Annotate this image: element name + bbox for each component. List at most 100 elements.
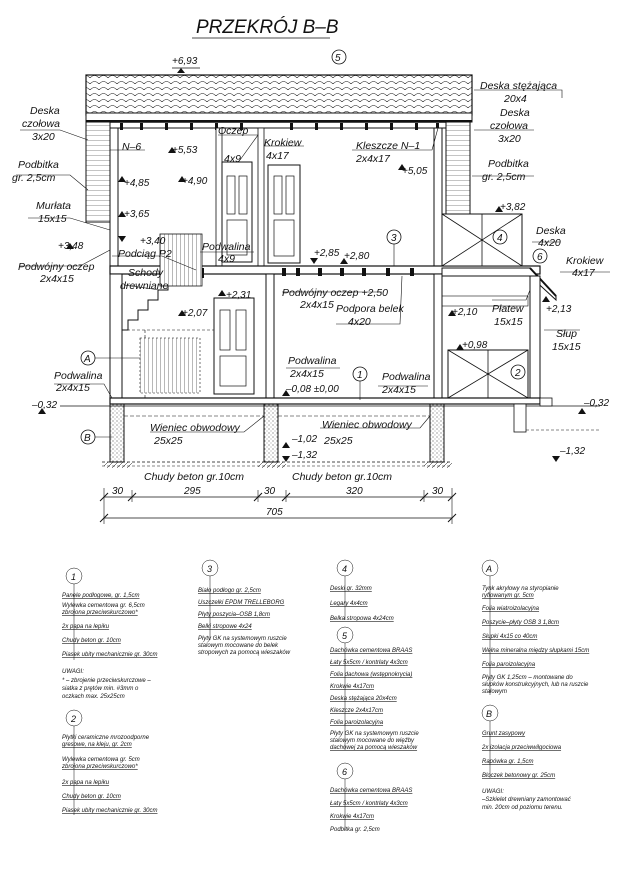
label-platew-2: 15x15 (494, 316, 523, 328)
right-siding (445, 121, 471, 215)
legend-A-row-6: Wełna mineralna między słupkami 15cm (482, 648, 589, 654)
dim-705: 705 (266, 507, 283, 518)
label-deska-czolowa-right-3: 3x20 (498, 133, 521, 145)
label-slup-2: 15x15 (552, 341, 581, 353)
legend-B-note-2: –Szkielet drewniany zamontować (481, 797, 571, 803)
label-deska-czolowa-left-3: 3x20 (32, 131, 55, 143)
label-wieniec-right-1: Wieniec obwodowy (322, 419, 413, 431)
dim-295: 295 (183, 486, 201, 497)
label-podwalina-top-1: Podwalina (202, 241, 251, 253)
legend-6-row-4: Podbitka gr. 2,5cm (330, 827, 380, 833)
upper-door-left (221, 161, 253, 263)
level-348: +3,48 (58, 241, 84, 252)
level-285: +2,85 (314, 248, 340, 259)
legend-1-note-3: siatka z prętów min. #3mm o (62, 686, 139, 692)
legend-4-row-1: Deski gr. 32mm (330, 586, 372, 592)
label-deska-stezajaca-2: 20x4 (503, 93, 527, 105)
legend-A-row-9: słupków konstrukcyjnych, lub na ruszcie (482, 682, 589, 688)
label-podwalina-right-2: 2x4x15 (381, 384, 416, 396)
legend-A-row-10: stalowym (482, 689, 507, 695)
roof-top-level: +6,93 (172, 56, 198, 67)
legend-A-row-3: Folia wiatroizolacyjna (482, 606, 540, 612)
level-485: +4,85 (124, 178, 150, 189)
upper-door-right (267, 164, 301, 264)
label-chudy-beton-right: Chudy beton gr.10cm (292, 471, 392, 483)
left-siding (85, 121, 111, 223)
level-213: +2,13 (546, 304, 572, 315)
ceiling-joists (110, 121, 446, 130)
terrace-post (529, 275, 541, 403)
label-podwojny-oczep-center-2: 2x4x15 (299, 299, 334, 311)
legend-A-row-5: Słupki 4x15 co 40cm (482, 634, 537, 640)
dimension-lines: 30 295 30 320 30 705 (99, 486, 457, 524)
level-340: +3,40 (140, 236, 166, 247)
label-platew-1: Płatew (492, 303, 525, 315)
label-deska-right-1: Deska (536, 225, 566, 237)
legend-5-row-9: stalowym mocowane do więźby (330, 738, 415, 744)
legend-B-row-1: Grunt zasypowy (482, 731, 526, 737)
level-210: +2,10 (452, 307, 478, 318)
legend-leaders (73, 576, 491, 830)
circle-markers (80, 49, 548, 445)
legend-A-row-4: Poszycie–płyty OSB 3 1,8cm (482, 620, 559, 626)
legend-5-row-4: Krokwie 4x17cm (330, 684, 374, 690)
label-murlata-1: Murłata (36, 200, 71, 212)
label-krokiew-right-1: Krokiew (566, 255, 605, 267)
legend-2-row-7: Piasek ubity mechanicznie gr. 30cm (62, 808, 158, 814)
legend-3-row-6: stalowym mocowane do belek (198, 643, 279, 649)
label-chudy-beton-left: Chudy beton gr.10cm (144, 471, 244, 483)
label-deska-right-2: 4x20 (538, 237, 561, 249)
legend-B-note-1: UWAGI: (482, 789, 504, 795)
label-kleszcze-1: Kleszcze N–1 (356, 140, 420, 152)
legend-2-row-4: zbrojona przeciwskurczowo* (61, 764, 138, 770)
legend-1-note-1: UWAGI: (62, 669, 84, 675)
circle-2: 2 (514, 368, 521, 379)
ground-walls (109, 273, 443, 403)
staircase (118, 233, 220, 401)
legend-3-row-7: stropowych za pomocą wieszaków (198, 650, 291, 656)
legend-B-row-4: Bloczek betonowy gr. 25cm (482, 773, 555, 779)
label-deska-czolowa-left-2: czołowa (22, 118, 60, 130)
label-podwojny-oczep-left-2: 2x4x15 (39, 273, 74, 285)
ground-slab (60, 397, 600, 407)
label-podbitka-right-2: gr. 2,5cm (482, 171, 526, 183)
circle-5: 5 (335, 53, 341, 64)
level-098: +0,98 (462, 340, 488, 351)
circle-6: 6 (537, 252, 543, 263)
label-wieniec-right-2: 25x25 (323, 435, 353, 447)
label-murlata-2: 15x15 (38, 213, 67, 225)
level-231: +2,31 (226, 290, 251, 301)
legend-1-row-1: Panele podłogowe, gr. 1,5cm (62, 593, 140, 599)
legend-circle-4: 4 (342, 564, 347, 574)
label-wieniec-left-2: 25x25 (153, 435, 183, 447)
legend-circle-6: 6 (342, 767, 347, 777)
legend-A-row-8: Płyty GK 1,25cm – montowane do (482, 675, 573, 681)
legend-2-row-6: Chudy beton gr. 10cm (62, 794, 121, 800)
roof-structure (85, 74, 473, 123)
dim-30-a: 30 (112, 486, 124, 497)
legend-6-row-3: Krokwie 4x17cm (330, 814, 374, 820)
label-podbitka-right-1: Podbitka (488, 158, 529, 170)
roof-top-level-marker: +6,93 (172, 56, 200, 73)
circle-1: 1 (357, 370, 363, 381)
ground-door (213, 297, 255, 395)
legend-A-row-7: Folia paroizolacyjna (482, 662, 536, 668)
label-podwalina-left-1: Podwalina (54, 370, 103, 382)
label-podwojny-oczep-left-1: Podwójny oczep (18, 261, 95, 273)
legend-circle-B: B (486, 709, 492, 719)
dim-30-b: 30 (264, 486, 276, 497)
circle-3: 3 (391, 233, 397, 244)
label-podpora-1: Podpora belek (336, 303, 404, 315)
level-280: +2,80 (344, 251, 370, 262)
legend-6-row-2: Łaty 5x5cm / kontrłaty 4x3cm (330, 801, 408, 807)
level-382: +3,82 (500, 202, 526, 213)
legend-A-row-1: Tynk akrylowy na styropianie (482, 586, 559, 592)
legend-3-row-4: Belki stropowe 4x24 (198, 624, 252, 630)
label-podpora-2: 4x20 (348, 316, 371, 328)
legend-5-row-8: Płyty GK na systemowym ruszcie (330, 731, 419, 737)
label-podwalina-left-2: 2x4x15 (55, 382, 90, 394)
level-505: +5,05 (402, 166, 428, 177)
level-m032-left: –0,32 (31, 400, 57, 411)
legend-1-row-5: Chudy beton gr. 10cm (62, 638, 121, 644)
legend-3-row-1: Biało podłogo gr. 2,5cm (198, 588, 261, 594)
